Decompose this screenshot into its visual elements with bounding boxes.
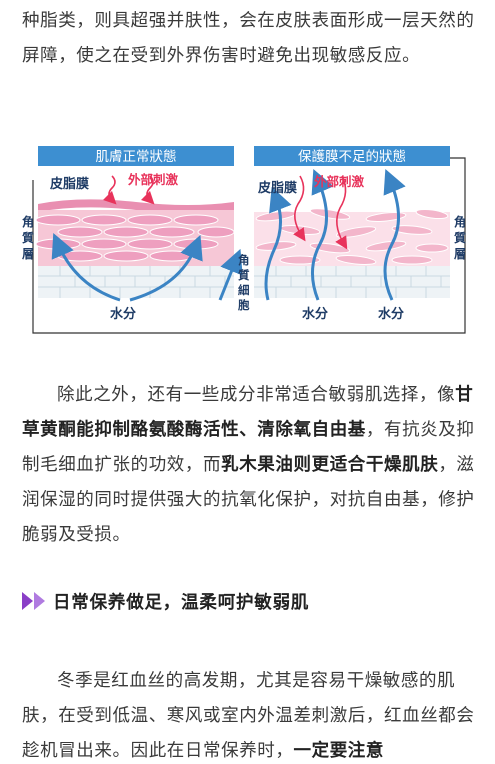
cell-label-3: 細 xyxy=(238,283,250,297)
section-title: 日常保养做足，温柔呵护敏弱肌 xyxy=(53,592,310,613)
stratum-left-2: 質 xyxy=(22,230,34,245)
cell-label-4: 胞 xyxy=(238,298,250,312)
intro-paragraph: 种脂类，则具超强并肤性，会在皮肤表面形成一层天然的屏障，使之在受到外界伤害时避免… xyxy=(22,11,475,66)
right-header-bar xyxy=(254,146,450,166)
sebum-label-right: 皮脂膜 xyxy=(257,180,297,196)
stratum-left-1: 角 xyxy=(22,214,34,229)
stimulus-label-right: 外部刺激 xyxy=(313,174,365,189)
winter-care-paragraph: 冬季是红血丝的高发期，尤其是容易干燥敏感的肌肤，在受到低温、寒风或室内外温差刺激… xyxy=(22,664,482,764)
stratum-right-1: 角 xyxy=(454,214,466,229)
cell-label-2: 質 xyxy=(238,268,250,282)
stimulus-label-left: 外部刺激 xyxy=(127,172,179,187)
ingredients-paragraph: 除此之外，还有一些成分非常适合敏弱肌选择，像甘草黄酮能抑制酪氨酸酶活性、清除氧自… xyxy=(22,378,482,553)
play-icon xyxy=(22,592,33,610)
sebum-label-left: 皮脂膜 xyxy=(49,176,89,192)
diagram-frame xyxy=(32,157,466,334)
play-icon-secondary xyxy=(34,592,45,610)
para2-text-1: 除此之外，还有一些成分非常适合敏弱肌选择，像 xyxy=(57,385,456,405)
para2-text-2: ，有抗炎及抑制毛细血扩张的功效，而 xyxy=(22,420,475,475)
stratum-left-3: 層 xyxy=(22,247,34,261)
water-label-left: 水分 xyxy=(110,306,136,322)
para3-bold-1: 一定要注意 xyxy=(293,741,384,761)
stratum-right-2: 質 xyxy=(454,230,466,245)
right-header: 保護膜不足的狀態 xyxy=(298,149,406,165)
left-header-bar xyxy=(38,146,234,166)
water-label-mid: 水分 xyxy=(302,306,328,322)
cell-label-1: 角 xyxy=(238,253,250,267)
left-skin-panel xyxy=(35,175,243,302)
para2-bold-1: 甘草黄酮能抑制酪氨酸酶活性、清除氧自由基 xyxy=(22,385,474,440)
stratum-right-3: 層 xyxy=(454,247,466,261)
left-header: 肌膚正常狀態 xyxy=(96,149,177,165)
skin-barrier-diagram: 肌膚正常狀態 保護膜不足的狀態 xyxy=(22,146,466,334)
water-label-right: 水分 xyxy=(378,306,404,322)
para2-text-3: ，滋润保湿的同时提供强大的抗氧化保护，对抗自由基，修护脆弱及受损。 xyxy=(22,455,475,545)
para3-text-1: 冬季是红血丝的高发期，尤其是容易干燥敏感的肌肤，在受到低温、寒风或室内外温差刺激… xyxy=(22,671,475,761)
right-skin-panel xyxy=(254,168,450,301)
section-heading: 日常保养做足，温柔呵护敏弱肌 xyxy=(22,586,309,616)
para2-bold-2: 乳木果油则更适合干燥肌肤 xyxy=(221,455,439,475)
